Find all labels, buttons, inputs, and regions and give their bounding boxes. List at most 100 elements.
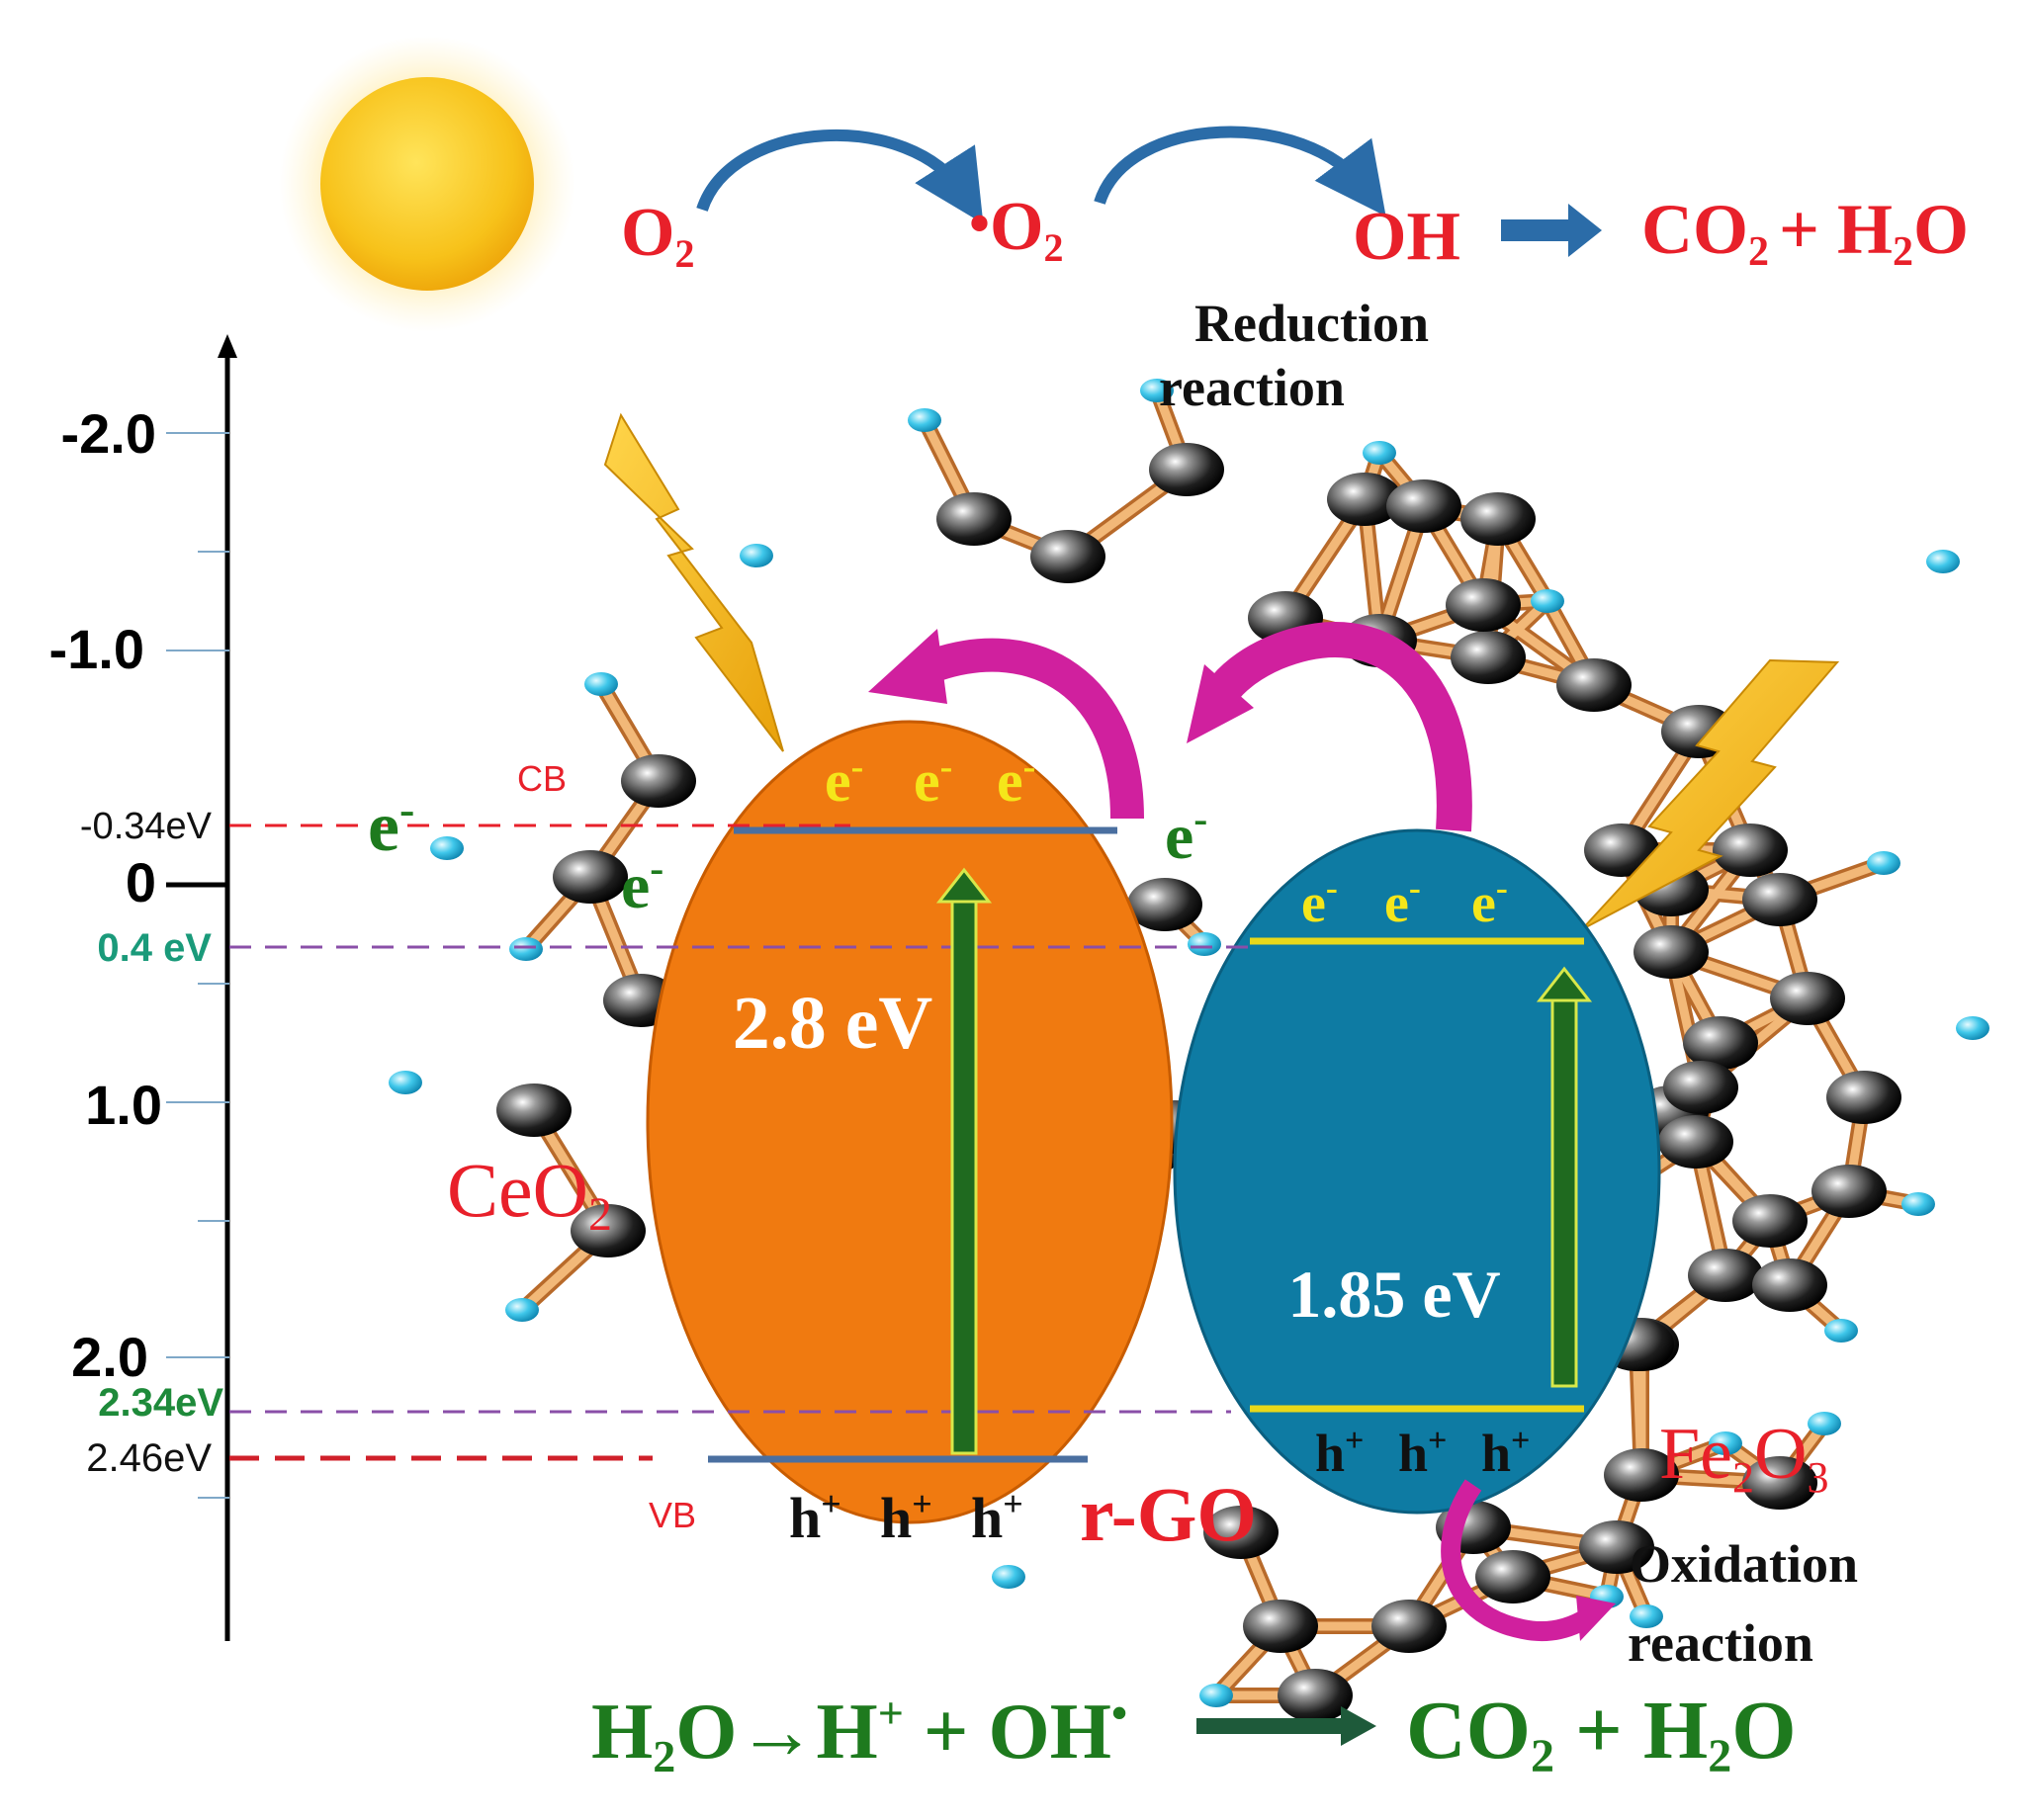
svg-text:h+: h+	[1481, 1423, 1530, 1483]
fe2o3-label: Fe2O3	[1659, 1414, 1828, 1502]
hydrogen-atom	[1824, 1319, 1858, 1343]
carbon-atom	[1446, 578, 1521, 632]
carbon-atom	[1327, 473, 1402, 526]
oxidation-label-line2: reaction	[1628, 1613, 1813, 1673]
hydrogen-atom	[584, 672, 618, 696]
carbon-atom	[571, 1204, 646, 1257]
lightning-bolt-icon	[603, 412, 784, 752]
svg-text:H2O→H+ + OH•: H2O→H+ + OH•	[591, 1688, 1127, 1781]
hydrogen-atom	[1709, 1431, 1742, 1455]
hydrogen-atom	[1140, 379, 1174, 402]
svg-text:e-: e-	[997, 746, 1035, 814]
svg-text:CO2 + H2O: CO2 + H2O	[1406, 1685, 1797, 1782]
ceo2-label: CeO2	[447, 1147, 612, 1241]
carbon-atom	[496, 1083, 572, 1137]
svg-text:CO2+ H2O: CO2+ H2O	[1641, 190, 1969, 275]
reduction-label-line2: reaction	[1159, 358, 1345, 417]
carbon-atom	[1030, 530, 1105, 583]
electron-transfer-arrow	[868, 629, 1144, 820]
carbon-atom	[1688, 1249, 1763, 1302]
level-label-vb-ceo2: 2.46eV	[86, 1436, 212, 1480]
carbon-atom	[1770, 972, 1845, 1025]
ceo2-band-gap: 2.8 eV	[733, 982, 933, 1065]
axis-tick-label: -2.0	[61, 402, 157, 465]
hydrogen-atom	[1199, 1684, 1233, 1707]
ceo2-electrons: e- e- e-	[825, 746, 1035, 814]
carbon-atom	[1243, 1600, 1318, 1653]
carbon-atom	[1278, 1669, 1353, 1722]
bottom-reaction-equation: H2O→H+ + OH• CO2 + H2O	[591, 1685, 1797, 1782]
svg-text:e-: e-	[914, 746, 952, 814]
svg-text:OH: OH	[1353, 199, 1460, 275]
carbon-atom	[1371, 1600, 1447, 1653]
energy-axis	[166, 334, 237, 1641]
svg-text:e-: e-	[825, 746, 863, 814]
green-arrow-icon	[1196, 1706, 1376, 1746]
hole-oxidation-arrow	[1441, 1479, 1616, 1642]
axis-tick-label: 0	[126, 851, 156, 913]
ceo2-holes: h+ h+ h+	[789, 1484, 1023, 1550]
carbon-atom	[1634, 925, 1709, 979]
vb-label: VB	[649, 1495, 696, 1535]
svg-text:h+: h+	[1398, 1423, 1447, 1483]
fe2o3-excitation-arrow	[1536, 966, 1593, 1388]
hydrogen-atom	[908, 408, 941, 432]
svg-text:e-: e-	[368, 784, 414, 866]
top-reaction-arrows	[696, 126, 1386, 224]
carbon-atom	[1475, 1550, 1550, 1603]
axis-tick-label: -1.0	[49, 618, 145, 680]
carbon-atom	[621, 754, 696, 808]
hydrogen-atom	[1901, 1192, 1935, 1216]
carbon-atom	[1683, 1016, 1758, 1070]
axis-tick-label: 2.0	[71, 1326, 148, 1388]
carbon-atom	[1663, 1061, 1738, 1114]
reduction-label: Reduction	[1194, 294, 1429, 353]
carbon-atom	[1386, 479, 1461, 533]
svg-text:h+: h+	[971, 1484, 1023, 1550]
carbon-atom	[553, 850, 628, 904]
svg-text:e-: e-	[1471, 868, 1508, 934]
carbon-atom	[1811, 1165, 1887, 1218]
hydrogen-atom	[430, 836, 464, 860]
svg-text:e-: e-	[1384, 868, 1421, 934]
carbon-atom	[1658, 1115, 1733, 1169]
carbon-atom	[1451, 631, 1526, 684]
sun-icon	[279, 36, 575, 332]
carbon-atom	[1713, 823, 1788, 877]
level-label-cb-ceo2: -0.34eV	[80, 806, 213, 847]
svg-text:h+: h+	[789, 1484, 841, 1550]
hydrogen-atom	[505, 1298, 539, 1322]
svg-text:O2: O2	[621, 195, 694, 276]
transferred-electrons: e- e- e-	[368, 784, 1207, 922]
hydrogen-atom	[1867, 851, 1900, 875]
carbon-atom	[1742, 873, 1817, 926]
carbon-atom	[1149, 443, 1224, 496]
hydrogen-atom	[509, 937, 543, 961]
fe2o3-band-gap: 1.85 eV	[1287, 1257, 1500, 1332]
carbon-atom	[936, 492, 1012, 546]
fe2o3-electrons: e- e- e-	[1301, 868, 1508, 934]
svg-text:•O2: •O2	[969, 189, 1063, 270]
svg-text:h+: h+	[880, 1484, 932, 1550]
level-label-vb-fe2o3: 2.34eV	[98, 1381, 223, 1425]
oxidation-label: Oxidation	[1630, 1534, 1858, 1594]
cb-label: CB	[517, 758, 567, 799]
axis-tick-label: 1.0	[85, 1074, 162, 1136]
hydrogen-atom	[1363, 441, 1396, 465]
top-reaction-equation: O2 •O2 OH CO2+ H2O	[621, 189, 1969, 276]
svg-text:h+: h+	[1315, 1423, 1364, 1483]
hydrogen-atom	[740, 544, 773, 567]
ceo2-excitation-arrow	[935, 867, 993, 1455]
hydrogen-atom	[1926, 550, 1960, 573]
carbon-atom	[1556, 658, 1632, 712]
carbon-atom	[1732, 1194, 1808, 1248]
carbon-atom	[1752, 1258, 1827, 1312]
hydrogen-atom	[992, 1565, 1025, 1589]
svg-text:e-: e-	[621, 846, 663, 922]
svg-text:e-: e-	[1165, 797, 1207, 873]
hydrogen-atom	[1531, 589, 1564, 613]
carbon-atom	[1584, 823, 1659, 877]
hydrogen-atom	[1630, 1604, 1663, 1628]
carbon-atom	[1604, 1448, 1679, 1502]
